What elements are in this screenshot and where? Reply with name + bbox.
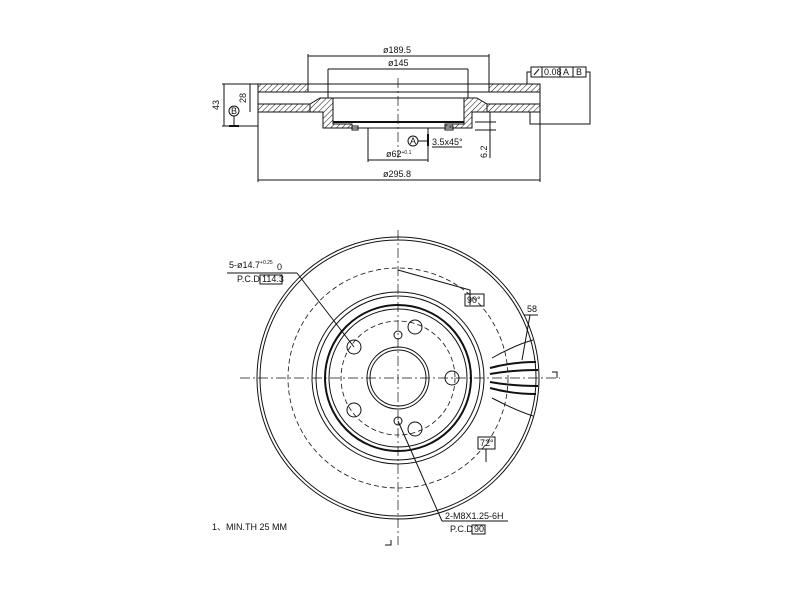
svg-text:0.08: 0.08 <box>544 67 562 77</box>
center-bore <box>366 346 430 410</box>
dim-189-5: ø189.5 <box>383 45 411 55</box>
angle-90: 90° <box>467 295 481 305</box>
chamfer-label: 3.5x45° <box>432 137 463 147</box>
note-min-thickness: 1、MIN.TH 25 MM <box>212 522 287 532</box>
svg-text:A: A <box>563 67 569 77</box>
bolt-holes <box>346 319 460 437</box>
front-view: 90° 58 72° 5-ø14.7+0.25 0 P.C.D 114.3 2-… <box>227 230 560 546</box>
hat-right <box>444 97 488 129</box>
dim-295-8: ø295.8 <box>383 169 411 179</box>
section-view: ø189.5 ø145 43 28 B 0.08 A B A <box>211 45 591 182</box>
dim-28: 28 <box>238 93 248 103</box>
bolt-pcd-value: 114.3 <box>262 274 284 284</box>
runout-tolerance-frame: 0.08 A B <box>526 66 591 125</box>
dim-62: ø62+0.1 <box>386 149 412 159</box>
dim-145: ø145 <box>388 58 409 68</box>
disc-outer-edge <box>256 236 540 520</box>
svg-text:P.C.D: P.C.D <box>237 274 260 284</box>
svg-text:0: 0 <box>277 262 282 272</box>
dim-43: 43 <box>211 100 221 110</box>
threaded-holes <box>393 330 403 426</box>
angle-72: 72° <box>480 438 494 448</box>
svg-text:A: A <box>410 136 416 146</box>
left-bottom-plate <box>257 103 311 113</box>
hat-left <box>309 97 353 129</box>
thread-hole-spec: 2-M8X1.25-6H <box>445 511 504 521</box>
vent-count-58: 58 <box>527 304 537 314</box>
right-bottom-plate <box>486 103 541 113</box>
datum-b-label: B <box>231 106 237 116</box>
thread-pcd-value: 90 <box>474 524 484 534</box>
svg-text:P.C.D: P.C.D <box>450 524 473 534</box>
runout-icon <box>533 68 540 76</box>
left-top-plate <box>257 83 309 93</box>
svg-text:B: B <box>576 67 582 77</box>
dim-6-2: 6.2 <box>479 145 489 158</box>
right-top-plate <box>488 83 541 93</box>
bolt-hole-spec: 5-ø14.7+0.25 <box>229 260 273 270</box>
vent-slots <box>489 339 539 417</box>
